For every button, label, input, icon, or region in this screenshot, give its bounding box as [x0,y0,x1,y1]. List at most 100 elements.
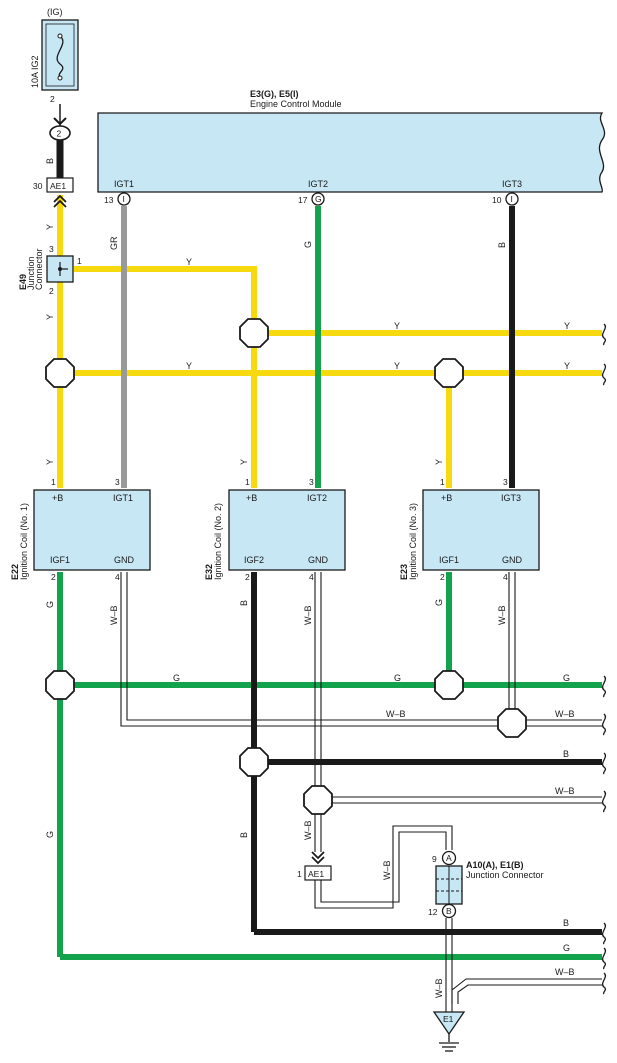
coil2-code: E32 [204,564,214,580]
ecm-igt3-label: IGT3 [502,179,522,189]
wire-label-y-1: Y [45,224,55,230]
ecm-terminal-igt2: IGT2 17 G [298,179,328,206]
coil1-pin-igt: IGT1 [113,493,133,503]
ecm-igt3-mark: I [511,194,513,204]
wire-label-b-4: B [563,918,569,928]
coil3-pin-igt: IGT3 [501,493,521,503]
ae1-top-pin: 30 [33,181,43,191]
splice-2 [45,358,75,388]
fuse-ig2: (IG) 10A IG2 2 B [30,7,79,164]
splice-1 [239,318,269,348]
fuse-terminal-number: 2 [57,129,62,139]
e49-pin-right: 1 [77,256,82,266]
wire-label-wb-10: W–B [434,978,444,998]
coil2-num-b: 1 [245,477,250,487]
wire-label-b-1: B [239,600,249,606]
wire-label-wb-2: W–B [303,605,313,625]
wire-label-y-7: Y [394,361,400,371]
coil2-name: Ignition Coil (No. 2) [213,503,223,580]
wire-label-b-2: B [563,749,569,759]
splice-7 [239,747,269,777]
ecm-code: E3(G), E5(I) [250,89,299,99]
ae1-top-name: AE1 [50,181,66,191]
ignition-coil-2: E32 Ignition Coil (No. 2) 1 3 +B IGT2 IG… [204,477,346,582]
wire-label-wb-3: W–B [497,605,507,625]
coil3-num-igf: 2 [440,572,445,582]
e49-code: E49 [18,274,28,290]
coil2-pin-igt: IGT2 [307,493,327,503]
wire-label-wb-6: W–B [555,786,575,796]
a10-pin-bottom: 12 [428,907,438,917]
coil3-pin-b: +B [441,493,452,503]
coil2-num-gnd: 4 [309,572,314,582]
connector-ae1-bottom: 1 AE1 [297,851,332,881]
coil3-num-igt: 3 [503,477,508,487]
ecm-igt2-mark: G [315,194,322,204]
coil1-pin-b: +B [52,493,63,503]
wire-label-y-5: Y [564,321,570,331]
splice-5 [434,670,464,700]
coil1-pin-gnd: GND [114,555,135,565]
fuse-name: 10A IG2 [30,55,40,88]
wire-label-y-3: Y [186,257,192,267]
wire-label-wb-4: W–B [386,709,406,719]
fuse-supply-label: (IG) [47,7,63,17]
wire-label-y-2: Y [45,314,55,320]
splice-8 [303,785,333,815]
e49-pin-top: 3 [49,244,54,254]
wire-label-b-igt3: B [497,242,507,248]
coil3-num-gnd: 4 [503,572,508,582]
ecm-igt1-mark: I [123,194,125,204]
wire-label-wb-7: W–B [303,820,313,840]
wire-label-y-9: Y [45,459,55,465]
wire-label-g-2: G [434,599,444,606]
wire-label-g-3: G [173,673,180,683]
coil3-code: E23 [399,564,409,580]
e49-name-2: Connector [34,248,44,290]
wire-label-wb-1: W–B [109,605,119,625]
a10-name: Junction Connector [466,870,544,880]
coil1-num-b: 1 [51,477,56,487]
fuse-pin: 2 [50,94,55,104]
fuse-element-icon [56,35,64,79]
connector-ae1-top: 30 AE1 Y [33,177,74,230]
ecm-igt1-label: IGT1 [114,179,134,189]
wire-label-g-igt2: G [303,241,313,248]
ecm-terminal-igt1: IGT1 13 I [104,179,134,206]
coil1-num-igt: 3 [115,477,120,487]
ae1-bottom-pin: 1 [297,869,302,879]
ground-name: E1 [443,1014,454,1024]
coil1-name: Ignition Coil (No. 1) [19,503,29,580]
junction-connector-a10: 9 A B 12 A10(A), E1(B) Junction Connecto… [428,850,544,919]
e49-name: Junction [26,256,36,290]
wire-label-g-4: G [394,673,401,683]
ecm-igt1-pin: 13 [104,195,114,205]
wire-label-g-1: G [45,601,55,608]
coil1-pin-igf: IGF1 [50,555,70,565]
ecm-igt3-pin: 10 [492,195,502,205]
a10-pin-top: 9 [432,854,437,864]
fuse-wire-color: B [45,158,55,164]
engine-control-module: E3(G), E5(I) Engine Control Module IGT1 … [97,89,606,206]
wire-label-y-11: Y [434,459,444,465]
ignition-coil-3: E23 Ignition Coil (No. 3) 1 3 +B IGT3 IG… [399,477,540,582]
splice-3 [434,358,464,388]
wire-label-wb-9: W–B [555,967,575,977]
ae1-bottom-name: AE1 [308,869,324,879]
wire-label-gr: GR [109,236,119,250]
a10-mark-bottom: B [446,906,452,916]
coil3-name: Ignition Coil (No. 3) [408,503,418,580]
coil3-num-b: 1 [440,477,445,487]
wire-y-e49-to-coil2 [74,266,257,488]
wire-label-wb-5: W–B [555,709,575,719]
coil1-code: E22 [10,564,20,580]
coil2-pin-b: +B [246,493,257,503]
coil1-num-igf: 2 [51,572,56,582]
wire-label-wb-8: W–B [382,860,392,880]
wire-label-y-4: Y [394,321,400,331]
a10-mark-top: A [446,853,452,863]
ignition-coil-1: E22 Ignition Coil (No. 1) 1 3 +B IGT1 IG… [10,477,151,582]
wire-break-marks [601,323,607,995]
wire-label-g-7: G [563,943,570,953]
